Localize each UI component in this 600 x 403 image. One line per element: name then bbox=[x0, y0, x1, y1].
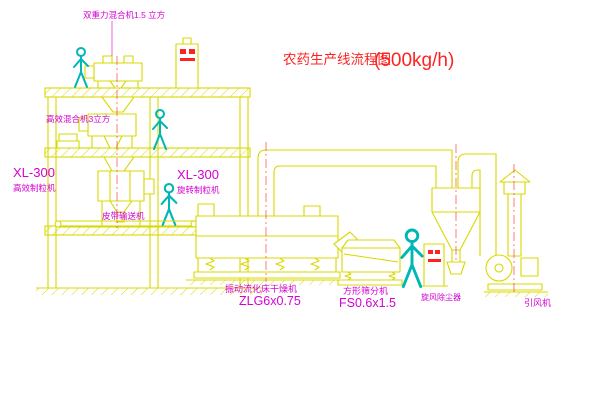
square-sieve bbox=[333, 231, 403, 286]
spring bbox=[205, 257, 215, 271]
label-dryer-model: ZLG6x0.75 bbox=[239, 294, 301, 308]
ground-hatch bbox=[186, 280, 348, 285]
fan-motor bbox=[520, 257, 539, 277]
spring bbox=[388, 271, 396, 281]
floor2-hopper bbox=[103, 156, 135, 172]
dust-collector bbox=[446, 261, 466, 275]
indicator-light bbox=[189, 49, 195, 54]
label-dryer-name: 振动流化床干燥机 bbox=[225, 283, 297, 294]
indicator-light bbox=[180, 49, 186, 54]
sieve-feed-chute bbox=[333, 231, 358, 253]
spring bbox=[240, 257, 250, 271]
belt-conveyor bbox=[54, 220, 198, 228]
centerlines bbox=[116, 56, 515, 294]
page-title: 农药生产线流程图 bbox=[283, 52, 391, 67]
indicator-bar bbox=[428, 259, 441, 262]
control-cabinet-top bbox=[172, 37, 202, 89]
label-cyclone: 旋风除尘器 bbox=[421, 292, 461, 302]
label-top-mixer: 双重力混合机1.5 立方 bbox=[83, 10, 165, 20]
label-granulator-mid-model: XL-300 bbox=[177, 167, 219, 182]
control-cabinet-cyclone bbox=[420, 243, 448, 287]
dryer-feed-inlet bbox=[197, 203, 215, 217]
worker-figure-floor3 bbox=[160, 182, 178, 226]
granulator bbox=[97, 170, 155, 226]
induced-draft-fan bbox=[484, 169, 548, 297]
label-sieve-model: FS0.6x1.5 bbox=[339, 296, 396, 310]
spring bbox=[275, 257, 285, 271]
indicator-light bbox=[428, 250, 433, 254]
label-mixer2: 高效混合机3立方 bbox=[46, 114, 110, 124]
material-bags bbox=[56, 133, 80, 149]
exhaust-stack bbox=[507, 193, 522, 257]
cyclone-outlet-duct bbox=[457, 153, 497, 256]
label-granulator-left-name: 高效制粒机 bbox=[13, 183, 56, 193]
ground-hatch bbox=[484, 292, 548, 297]
label-granulator-left-model: XL-300 bbox=[13, 165, 55, 180]
label-sieve-name: 方形筛分机 bbox=[343, 285, 388, 296]
worker-figure-sieve bbox=[400, 228, 424, 288]
indicator-bar bbox=[180, 58, 195, 61]
sieve-deck bbox=[343, 253, 399, 263]
page-title-capacity: (500kg/h) bbox=[374, 50, 454, 71]
exhaust-duct-main bbox=[257, 149, 453, 216]
label-fan: 引风机 bbox=[524, 297, 551, 308]
fluid-bed-dryer bbox=[186, 203, 348, 285]
roof-hopper bbox=[101, 96, 135, 113]
double-gravity-mixer bbox=[84, 55, 143, 113]
spring bbox=[344, 271, 352, 281]
efficient-mixer bbox=[78, 113, 137, 172]
exhaust-stack-cap bbox=[499, 169, 531, 195]
label-belt: 皮带输送机 bbox=[102, 211, 145, 221]
dryer-outlet-stub bbox=[303, 205, 321, 217]
labels: 双重力混合机1.5 立方 农药生产线流程图 (500kg/h) 高效混合机3立方… bbox=[13, 10, 551, 310]
spring bbox=[310, 257, 320, 271]
label-granulator-mid-name: 旋转制粒机 bbox=[177, 185, 220, 195]
ground-hatch bbox=[36, 288, 262, 295]
indicator-light bbox=[435, 250, 440, 254]
